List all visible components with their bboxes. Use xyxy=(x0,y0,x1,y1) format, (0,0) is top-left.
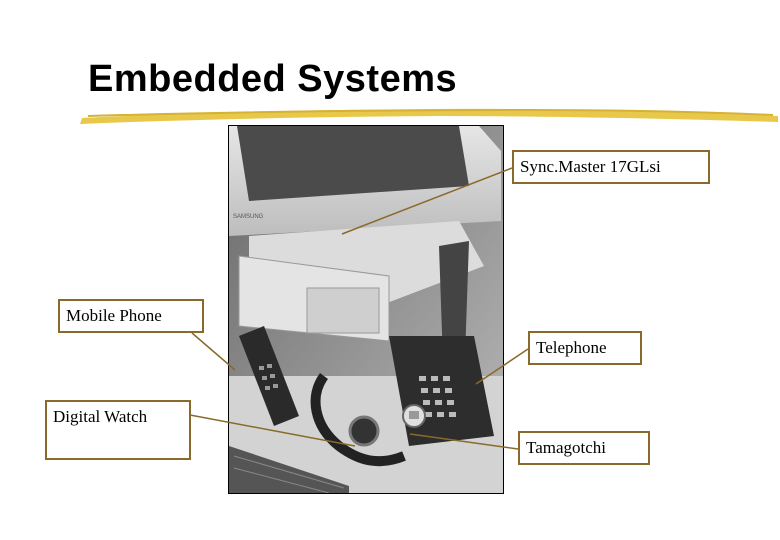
svg-text:SAMSUNG: SAMSUNG xyxy=(233,214,264,220)
callout-digital-watch: Digital Watch xyxy=(45,400,191,460)
callout-telephone: Telephone xyxy=(528,331,642,365)
devices-photo: SAMSUNG xyxy=(228,125,504,494)
callout-mobile-phone: Mobile Phone xyxy=(58,299,204,333)
slide-title: Embedded Systems xyxy=(88,58,458,100)
callout-tamagotchi: Tamagotchi xyxy=(518,431,650,465)
title-underline xyxy=(80,108,778,124)
callout-syncmaster: Sync.Master 17GLsi xyxy=(512,150,710,184)
